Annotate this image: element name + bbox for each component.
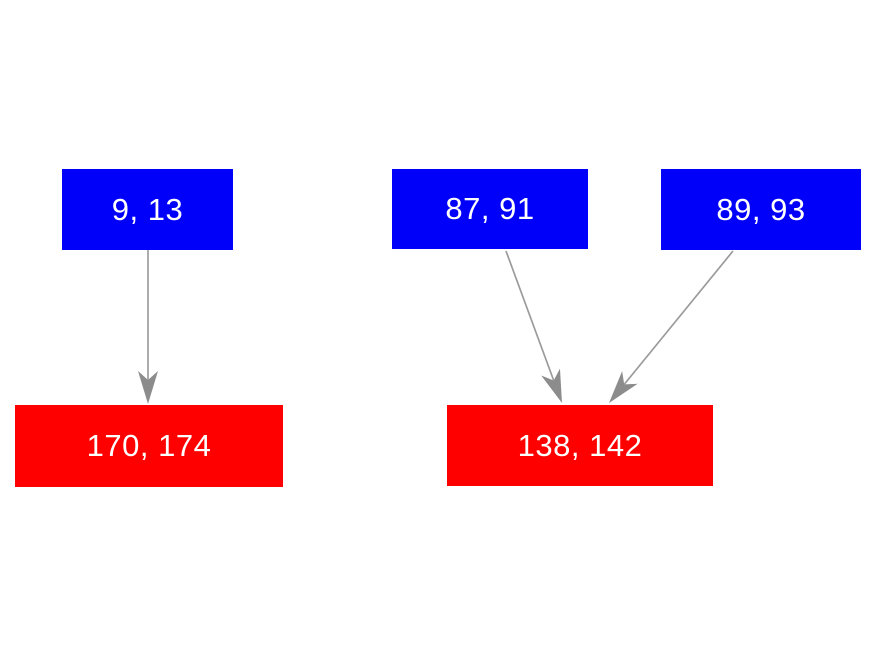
diagram-node-89-93: 89, 93	[661, 169, 861, 250]
diagram-node-170-174: 170, 174	[15, 405, 283, 487]
node-label: 170, 174	[86, 428, 212, 463]
diagram-node-138-142: 138, 142	[447, 405, 713, 486]
diagram-node-87-91: 87, 91	[392, 169, 588, 249]
node-label: 89, 93	[716, 191, 806, 227]
node-label: 138, 142	[517, 427, 643, 463]
diagram-node-9-13: 9, 13	[62, 169, 233, 250]
edge-arrow-n2-n5	[505, 250, 562, 404]
node-label: 9, 13	[111, 191, 184, 227]
node-label: 87, 91	[445, 191, 535, 226]
edge-arrow-n3-n5	[609, 250, 734, 403]
